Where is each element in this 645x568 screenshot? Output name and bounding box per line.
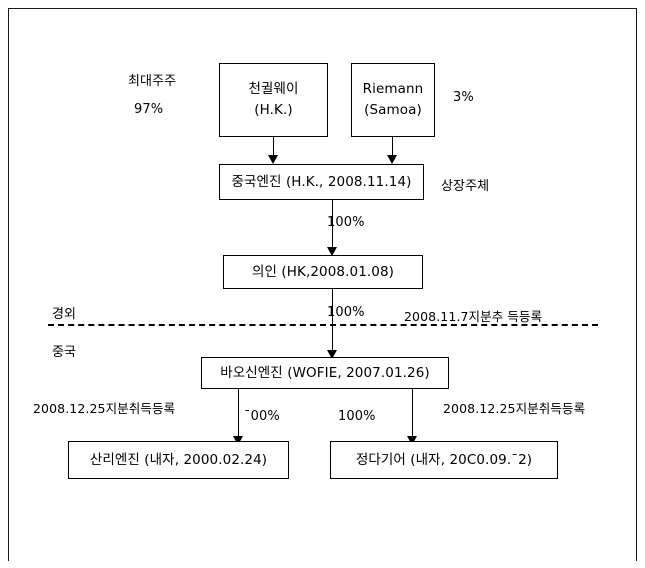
largest-shareholder-label: 최대주주 bbox=[128, 74, 177, 89]
jurisdiction-divider bbox=[48, 324, 598, 326]
listing-entity-label: 상장주체 bbox=[441, 179, 490, 194]
connector-baoshin-to-jungda bbox=[412, 389, 413, 441]
node-jungda: 정다기어 (내자, 20C0.09.ˉ2) bbox=[330, 441, 558, 479]
connector-uiin-to-baoshin bbox=[332, 289, 333, 355]
registration-note-right: 2008.12.25지분취득등록 bbox=[443, 401, 586, 416]
overseas-label: 경외 bbox=[52, 307, 77, 322]
node-baoshin-line1: 바오신엔진 (WOFIE, 2007.01.26) bbox=[220, 364, 430, 381]
connector-riemann-to-china-engine bbox=[392, 137, 393, 157]
ownership-pct-100-b: 100% bbox=[327, 305, 365, 320]
connector-china-engine-to-uiin bbox=[332, 200, 333, 250]
node-sanli-line1: 산리엔진 (내자, 2000.02.24) bbox=[89, 451, 268, 468]
node-uiin: 의인 (HK,2008.01.08) bbox=[223, 255, 423, 289]
ownership-pct-100-a: 100% bbox=[327, 215, 365, 230]
connector-baoshin-to-sanli bbox=[238, 389, 239, 441]
ownership-pct-100-right-branch: 100% bbox=[338, 409, 376, 424]
node-riemann-line2: (Samoa) bbox=[364, 102, 422, 118]
arrowhead-jungda bbox=[407, 436, 417, 445]
ownership-pct-97: 97% bbox=[134, 102, 164, 117]
node-sanli: 산리엔진 (내자, 2000.02.24) bbox=[68, 441, 289, 479]
node-chenguowei-line1: 천귈웨이 bbox=[248, 81, 299, 98]
node-jungda-line1: 정다기어 (내자, 20C0.09.ˉ2) bbox=[355, 451, 533, 468]
node-china-engine: 중국엔진 (H.K., 2008.11.14) bbox=[219, 164, 424, 200]
node-chenguowei-line2: (H.K.) bbox=[254, 102, 293, 118]
ownership-pct-3: 3% bbox=[453, 90, 474, 105]
ownership-pct-100-left-branch: ˉ00% bbox=[244, 409, 280, 424]
connector-chenguowei-to-china-engine bbox=[273, 137, 274, 157]
arrowhead-sanli bbox=[233, 436, 243, 445]
arrowhead-uiin bbox=[327, 247, 337, 256]
arrowhead-chenguowei bbox=[268, 155, 278, 164]
registration-note-2008-11-7: 2008.11.7지분추 득등록 bbox=[404, 309, 543, 324]
arrowhead-baoshin bbox=[327, 350, 337, 359]
node-china-engine-line1: 중국엔진 (H.K., 2008.11.14) bbox=[231, 173, 412, 190]
node-riemann-line1: Riemann bbox=[362, 81, 424, 98]
node-chenguowei: 천귈웨이 (H.K.) bbox=[219, 63, 328, 137]
arrowhead-riemann bbox=[387, 155, 397, 164]
node-riemann: Riemann (Samoa) bbox=[351, 63, 435, 137]
node-uiin-line1: 의인 (HK,2008.01.08) bbox=[251, 263, 395, 280]
china-label: 중국 bbox=[52, 345, 77, 360]
node-baoshin: 바오신엔진 (WOFIE, 2007.01.26) bbox=[201, 357, 449, 389]
registration-note-left: 2008.12.25지분취득등록 bbox=[33, 401, 176, 416]
